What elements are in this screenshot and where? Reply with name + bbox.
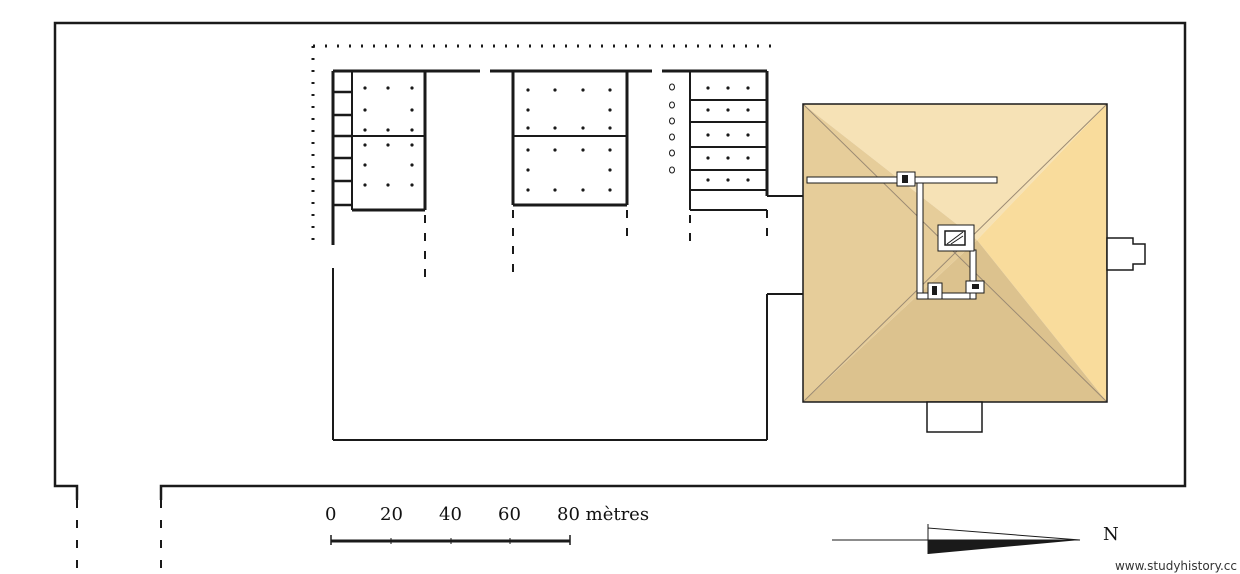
descending-corridor [916, 182, 924, 294]
round-column-row [669, 83, 675, 174]
temple-walls [331, 69, 803, 441]
scale-label-40: 40 [439, 504, 462, 525]
scale-label-0: 0 [325, 504, 336, 525]
lower-corridor [916, 292, 973, 300]
dotted-colonnade [311, 44, 780, 245]
pyramid-face-south [803, 240, 1107, 402]
left-hall-block [333, 71, 427, 280]
left-hall-pillars [363, 86, 414, 187]
east-chapel [1106, 237, 1146, 271]
right-hall-block [689, 71, 768, 245]
north-arrow-pointer [928, 540, 1080, 554]
pyramid-face-north [803, 104, 1107, 240]
right-hall-pillars [706, 86, 750, 182]
north-label: N [1103, 524, 1119, 545]
enclosure-wall [53, 21, 1187, 574]
scale-label-60: 60 [498, 504, 521, 525]
middle-hall-pillars [526, 88, 612, 192]
pyramid [802, 103, 1108, 403]
scale-bar: 0 20 40 60 80 mètres [325, 504, 649, 545]
north-arrow: N [832, 524, 1119, 554]
pyramid-face-east [977, 104, 1107, 402]
scale-label-80: 80 mètres [557, 504, 649, 525]
watermark: www.studyhistory.cc [1115, 559, 1237, 573]
south-chapel [926, 401, 983, 433]
scale-label-20: 20 [380, 504, 403, 525]
middle-hall-block [511, 71, 629, 275]
chamber-details [902, 175, 979, 295]
